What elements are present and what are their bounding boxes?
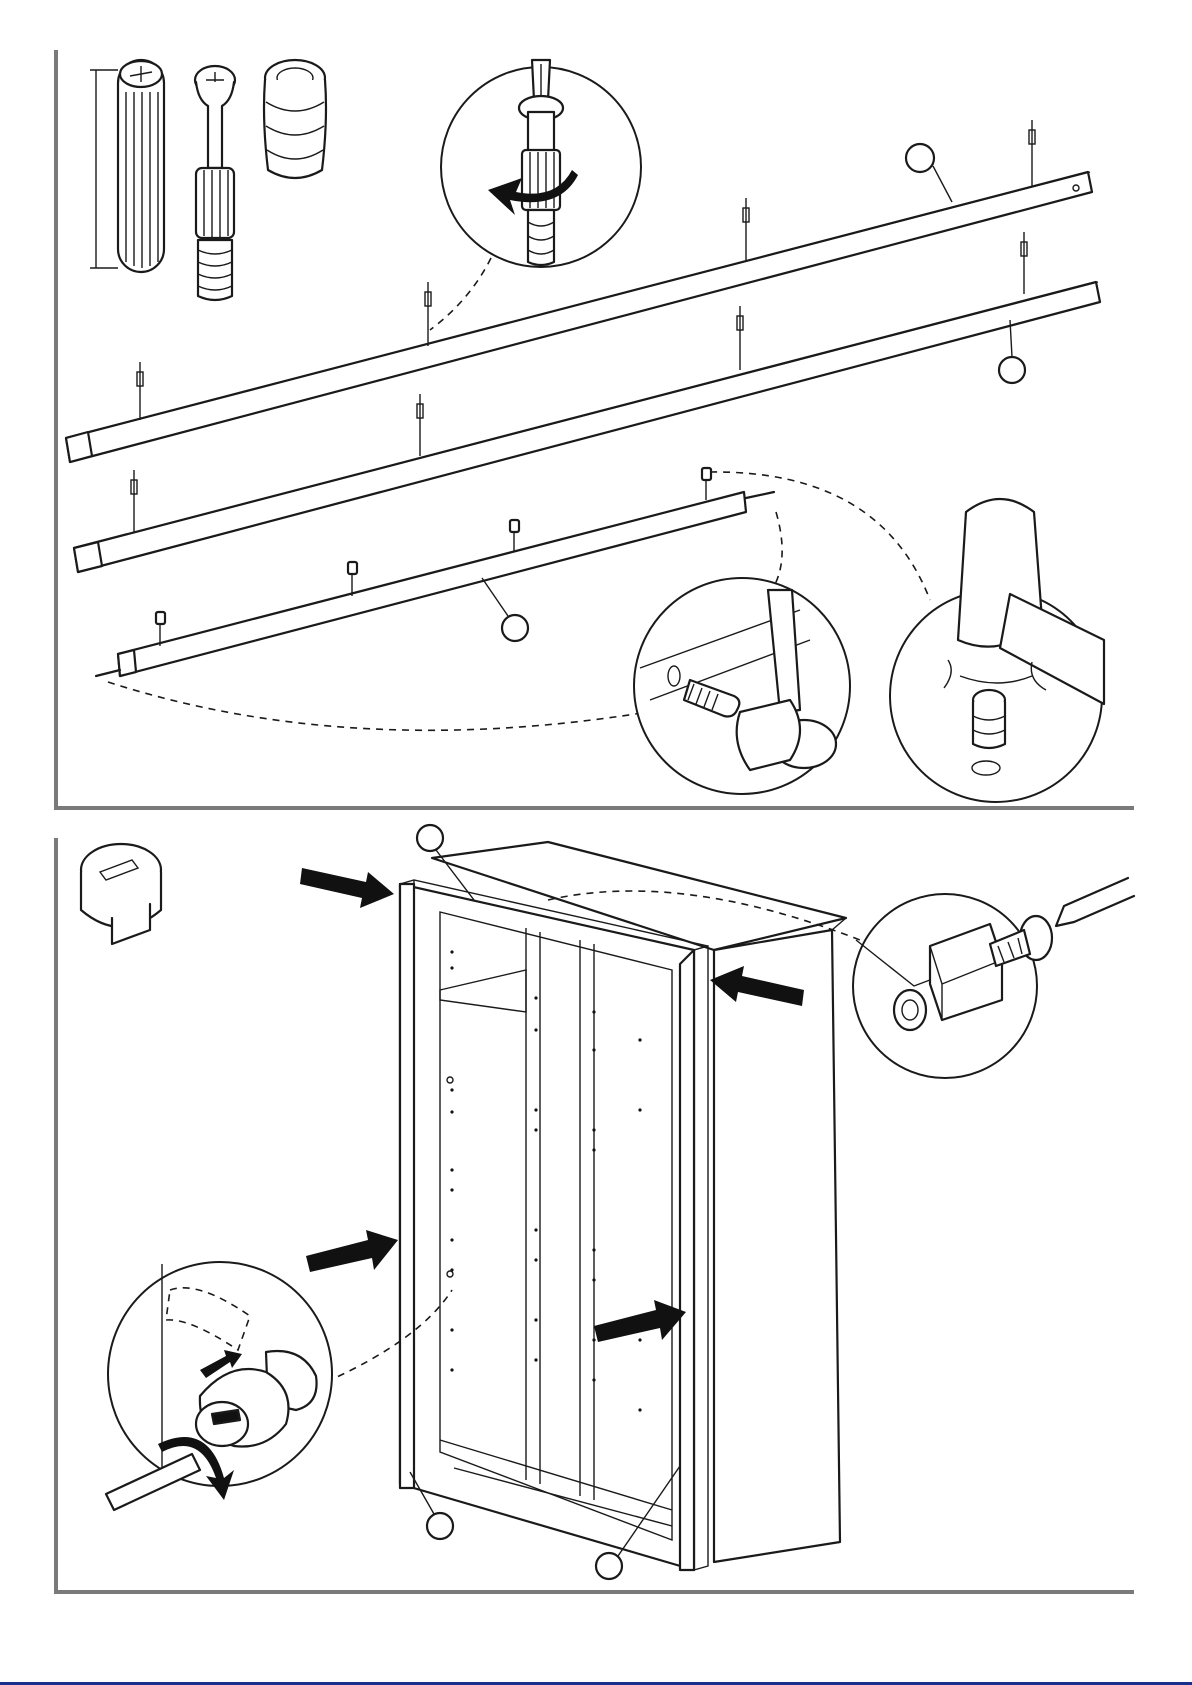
- wardrobe-side-right: [714, 918, 846, 1562]
- wooden-dowel-icon: [90, 60, 164, 272]
- screw-callout: [853, 878, 1134, 1078]
- cam-lock-callout: [106, 1262, 332, 1510]
- wardrobe-frame: [400, 880, 708, 1570]
- arrow-icon: [306, 1230, 398, 1272]
- insert-nut-icon: [973, 690, 1005, 748]
- screwdriver-icon: [1056, 878, 1134, 926]
- screwdriver-icon: [532, 60, 550, 100]
- insert-hammer-callout: [890, 499, 1104, 802]
- screwdriver-callout: [441, 60, 641, 267]
- cam-bolt-icon: [195, 66, 235, 300]
- arrow-icon: [300, 868, 394, 908]
- dowel-hammer-callout: [634, 578, 850, 794]
- insert-nut-icon: [264, 60, 326, 178]
- cam-lock-icon: [81, 844, 161, 944]
